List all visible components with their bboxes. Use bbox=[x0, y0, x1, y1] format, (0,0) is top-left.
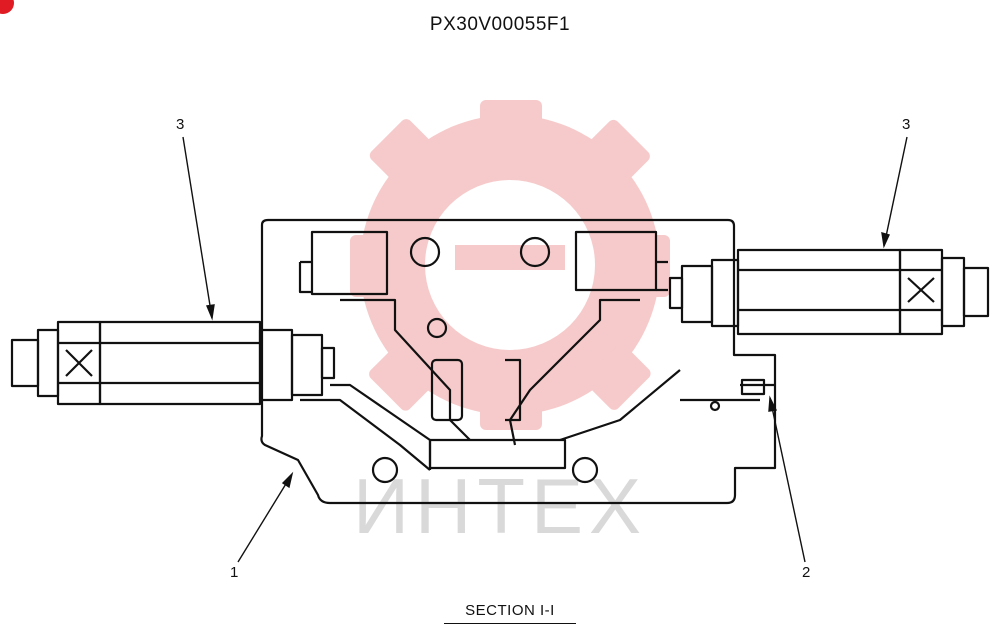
corner-badge bbox=[0, 0, 14, 14]
port-circle-small bbox=[426, 317, 448, 339]
callout-1: 1 bbox=[230, 564, 239, 581]
leader-line-3-right bbox=[883, 136, 908, 247]
callout-3-right: 3 bbox=[902, 116, 911, 133]
right-cartridge-assembly bbox=[668, 248, 990, 336]
callout-3-left: 3 bbox=[176, 116, 185, 133]
port-circle-upper-right bbox=[519, 236, 551, 268]
leader-line-1 bbox=[237, 473, 293, 563]
watermark-text: ИНТЕХ bbox=[353, 462, 647, 550]
left-cartridge-assembly bbox=[10, 320, 336, 406]
watermark-logo bbox=[350, 100, 670, 430]
lower-chamber bbox=[428, 438, 567, 470]
internal-passage-right bbox=[508, 298, 681, 446]
leader-line-2 bbox=[769, 397, 806, 563]
section-caption: SECTION I-I bbox=[444, 602, 576, 624]
port-circle-lower-right bbox=[571, 456, 599, 484]
valve-body-outline bbox=[260, 218, 777, 505]
page-title: PX30V00055F1 bbox=[429, 14, 571, 35]
callout-2: 2 bbox=[802, 564, 811, 581]
port-circle-upper-left bbox=[409, 236, 441, 268]
port-circle-lower-left bbox=[371, 456, 399, 484]
leader-line-3-left bbox=[182, 136, 213, 319]
